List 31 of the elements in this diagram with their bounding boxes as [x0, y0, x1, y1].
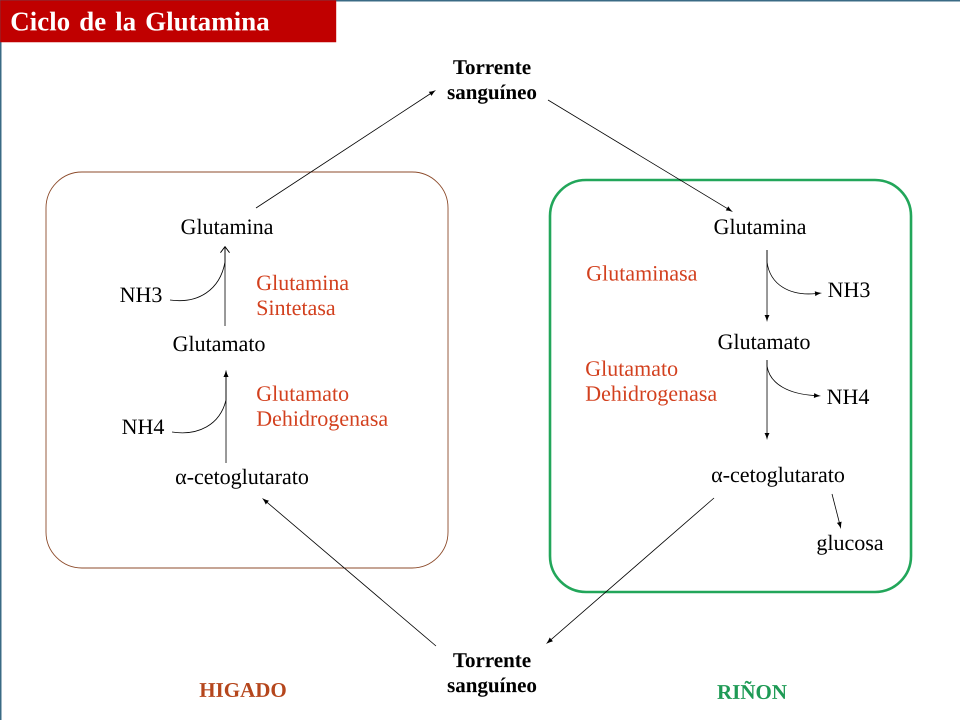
edge-label: Glutamina Sintetasa [257, 274, 349, 316]
metabolite-label: NH3 [828, 282, 870, 298]
arrow [256, 90, 435, 208]
edge-label: Glutamato Dehidrogenasa [586, 360, 717, 406]
curved-arrow [766, 360, 820, 398]
metabolite-label: glucosa [817, 534, 884, 555]
arrow [832, 494, 842, 528]
curved-arrow [766, 250, 821, 296]
compartment-label: Torrente sanguíneo [448, 653, 536, 697]
organ-label: RIÑON [717, 680, 787, 700]
metabolite-label: Glutamina [714, 218, 806, 234]
edge-label: Glutaminasa [587, 265, 698, 281]
arrow [548, 100, 732, 212]
organ-box [46, 172, 448, 568]
compartment-label: Torrente sanguíneo [448, 60, 536, 104]
metabolite-label: NH3 [120, 287, 162, 302]
curved-arrow [172, 371, 228, 434]
organ-box [548, 178, 912, 594]
organ-label: HIGADO [200, 682, 286, 698]
metabolite-label: Glutamato [718, 334, 810, 350]
title-bar: Ciclo de la Glutamina [0, 0, 336, 42]
arrow [546, 498, 714, 644]
arrow [262, 498, 436, 646]
metabolite-label: NH4 [827, 390, 870, 404]
metabolite-label: NH4 [122, 420, 164, 434]
metabolite-label: α-cetoglutarato [176, 468, 308, 489]
metabolite-label: α-cetoglutarato [712, 466, 844, 487]
metabolite-label: Glutamina [181, 218, 274, 234]
curved-arrow [170, 246, 230, 302]
edge-label: Glutamato Dehidrogenasa [256, 386, 388, 431]
metabolite-label: Glutamato [173, 336, 265, 352]
